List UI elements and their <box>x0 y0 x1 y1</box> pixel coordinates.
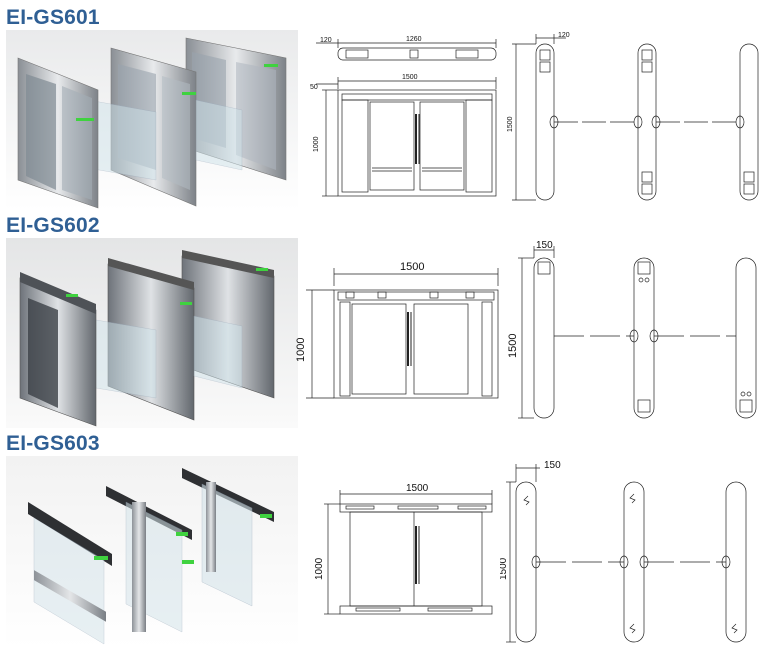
model-title-gs603: EI-GS603 <box>6 432 100 455</box>
plan-view-gs603: 150 1500 <box>498 458 762 650</box>
dim-front-offset: 50 <box>310 84 318 91</box>
model-title-gs601: EI-GS601 <box>6 6 100 29</box>
dim-front-width-gs603: 1500 <box>406 483 429 494</box>
model-title-gs602: EI-GS602 <box>6 214 100 237</box>
plan-view-gs601: 120 1500 <box>504 28 762 208</box>
front-elevation-gs601: 120 1260 50 1500 1000 <box>306 34 500 204</box>
front-elevation-gs603: 1500 1000 <box>310 482 506 620</box>
product-photo-gs601 <box>6 30 298 210</box>
dim-top-length: 1260 <box>406 36 422 43</box>
dim-front-width-gs602: 1500 <box>400 261 424 273</box>
dim-post-width-gs603: 150 <box>544 460 561 471</box>
dim-plan-length-gs603: 1500 <box>500 557 509 580</box>
plan-view-gs602: 150 1500 <box>504 240 762 426</box>
dim-post-width-gs602: 150 <box>536 240 553 251</box>
dim-front-width: 1500 <box>402 74 418 81</box>
dim-top-offset: 120 <box>320 37 332 44</box>
dim-front-height: 1000 <box>313 136 320 152</box>
dim-front-height-gs603: 1000 <box>314 557 325 580</box>
dim-plan-length: 1500 <box>507 116 514 132</box>
dim-post-width: 120 <box>558 32 570 39</box>
product-photo-gs603 <box>6 456 298 648</box>
front-elevation-gs602: 1500 1000 <box>290 256 502 408</box>
dim-plan-length-gs602: 1500 <box>507 334 519 358</box>
product-photo-gs602 <box>6 238 298 428</box>
dim-front-height-gs602: 1000 <box>295 338 307 362</box>
